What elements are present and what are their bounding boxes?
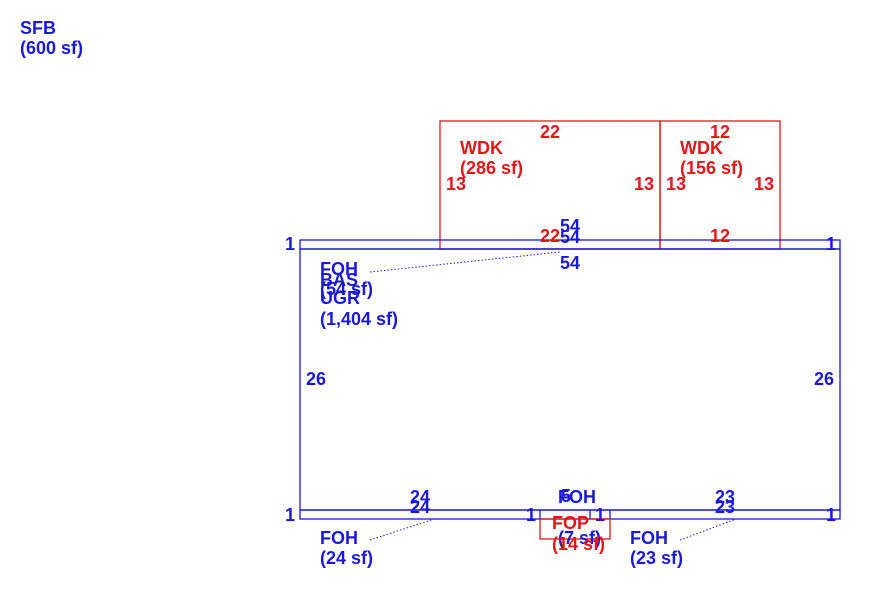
dim-bottom-right-end: 1 xyxy=(826,505,836,525)
dim-foh-top-top: 54 xyxy=(560,216,580,236)
dim-bottom-left-bottom: 24 xyxy=(410,497,430,517)
fop-area-label: (14 sf) xyxy=(552,534,605,554)
dim-wdk-right-right: 13 xyxy=(754,174,774,194)
dim-bottom-left-top: 24 xyxy=(410,487,430,507)
dim-bottom-mid-right: 1 xyxy=(595,505,605,525)
foh-bottom-mid-area-label: (7 sf) xyxy=(558,528,601,548)
dim-wdk-right-left: 13 xyxy=(666,174,686,194)
foh-bottom-left-leader xyxy=(369,518,435,541)
dim-wdk-left-bottom: 22 xyxy=(540,226,560,246)
foh-bottom-right-code-label: FOH xyxy=(630,528,668,548)
main-structure xyxy=(299,239,841,541)
sfb-code-label: SFB xyxy=(20,18,56,38)
dim-wdk-left-right: 13 xyxy=(634,174,654,194)
dim-bottom-left-end: 1 xyxy=(285,505,295,525)
dim-foh-top-right: 1 xyxy=(826,234,836,254)
ugr-area-label: (1,404 sf) xyxy=(320,309,398,329)
foh-bottom-mid-code-label: FOH xyxy=(558,487,596,507)
foh-top-leader xyxy=(369,251,561,273)
dim-wdk-left-top: 22 xyxy=(540,122,560,142)
wdk-left-area-label: (286 sf) xyxy=(460,158,523,178)
foh-bottom-left-code-label: FOH xyxy=(320,528,358,548)
sfb-area-label: (600 sf) xyxy=(20,38,83,58)
bas-code-label: BAS xyxy=(320,270,358,290)
wdk-right-area-label: (156 sf) xyxy=(680,158,743,178)
foh-bottom-right-leader xyxy=(679,518,737,541)
dim-main-left: 26 xyxy=(306,369,326,389)
dim-foh-top-bottom: 54 xyxy=(560,253,580,273)
dim-foh-top-left: 1 xyxy=(285,234,295,254)
dim-main-right: 26 xyxy=(814,369,834,389)
dim-bottom-mid-left: 1 xyxy=(526,505,536,525)
fop-code-label: FOP xyxy=(552,513,589,533)
dim-wdk-left-left: 13 xyxy=(446,174,466,194)
dim-foh-top-mid: 54 xyxy=(560,227,580,247)
ugr-code-label: UGR xyxy=(320,288,360,308)
foh-bottom-left-area-label: (24 sf) xyxy=(320,548,373,568)
foh-top-code-label: FOH xyxy=(320,259,358,279)
dim-wdk-right-top: 12 xyxy=(710,122,730,142)
ugr-main-body xyxy=(299,248,841,511)
dim-wdk-right-bottom: 12 xyxy=(710,226,730,246)
wdk-right-code-label: WDK xyxy=(680,138,723,158)
dim-bottom-mid-top: 5 xyxy=(561,486,571,506)
dim-bottom-right-bottom: 23 xyxy=(715,497,735,517)
dim-bottom-right-top: 23 xyxy=(715,487,735,507)
foh-bottom-right-area-label: (23 sf) xyxy=(630,548,683,568)
wdk-left-code-label: WDK xyxy=(460,138,503,158)
foh-top-area-label: (54 sf) xyxy=(320,279,373,299)
fop-outline xyxy=(539,518,611,540)
